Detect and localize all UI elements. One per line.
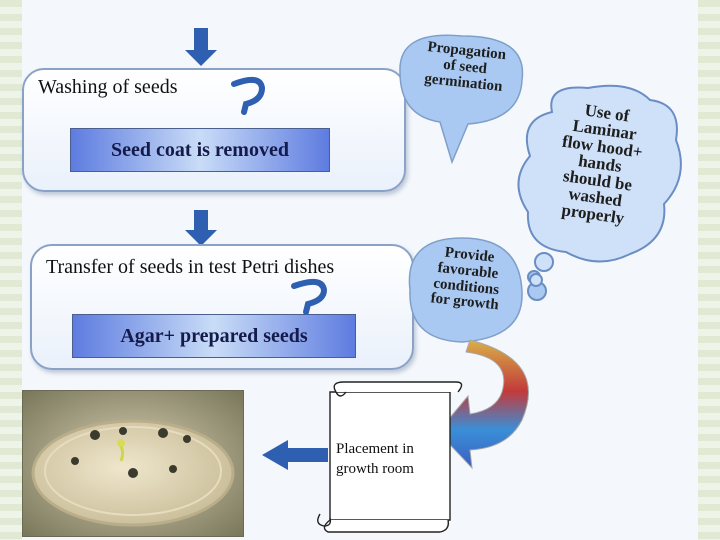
curved-arrow (437, 339, 529, 470)
thought-dot-3a (534, 252, 554, 272)
agar-bar: Agar+ prepared seeds (72, 314, 356, 358)
thought-dot-3b (529, 273, 543, 287)
scroll-shape (317, 381, 463, 533)
left-arrow (262, 440, 328, 470)
top-down-arrow (185, 28, 217, 66)
laminar-cloud-bubble (517, 84, 682, 263)
left-decorative-border (0, 0, 22, 540)
conditions-bubble (408, 237, 523, 343)
transfer-label: Transfer of seeds in test Petri dishes (46, 256, 335, 278)
petri-dish-illustration (23, 391, 243, 536)
hook-mark-2 (291, 278, 328, 315)
middle-down-arrow (185, 210, 217, 246)
petri-dish-photo (22, 390, 244, 537)
washing-label: Washing of seeds (38, 76, 178, 98)
propagation-bubble (399, 34, 524, 165)
right-decorative-border (698, 0, 720, 540)
hook-mark-1 (231, 76, 266, 115)
seed-coat-bar: Seed coat is removed (70, 128, 330, 172)
